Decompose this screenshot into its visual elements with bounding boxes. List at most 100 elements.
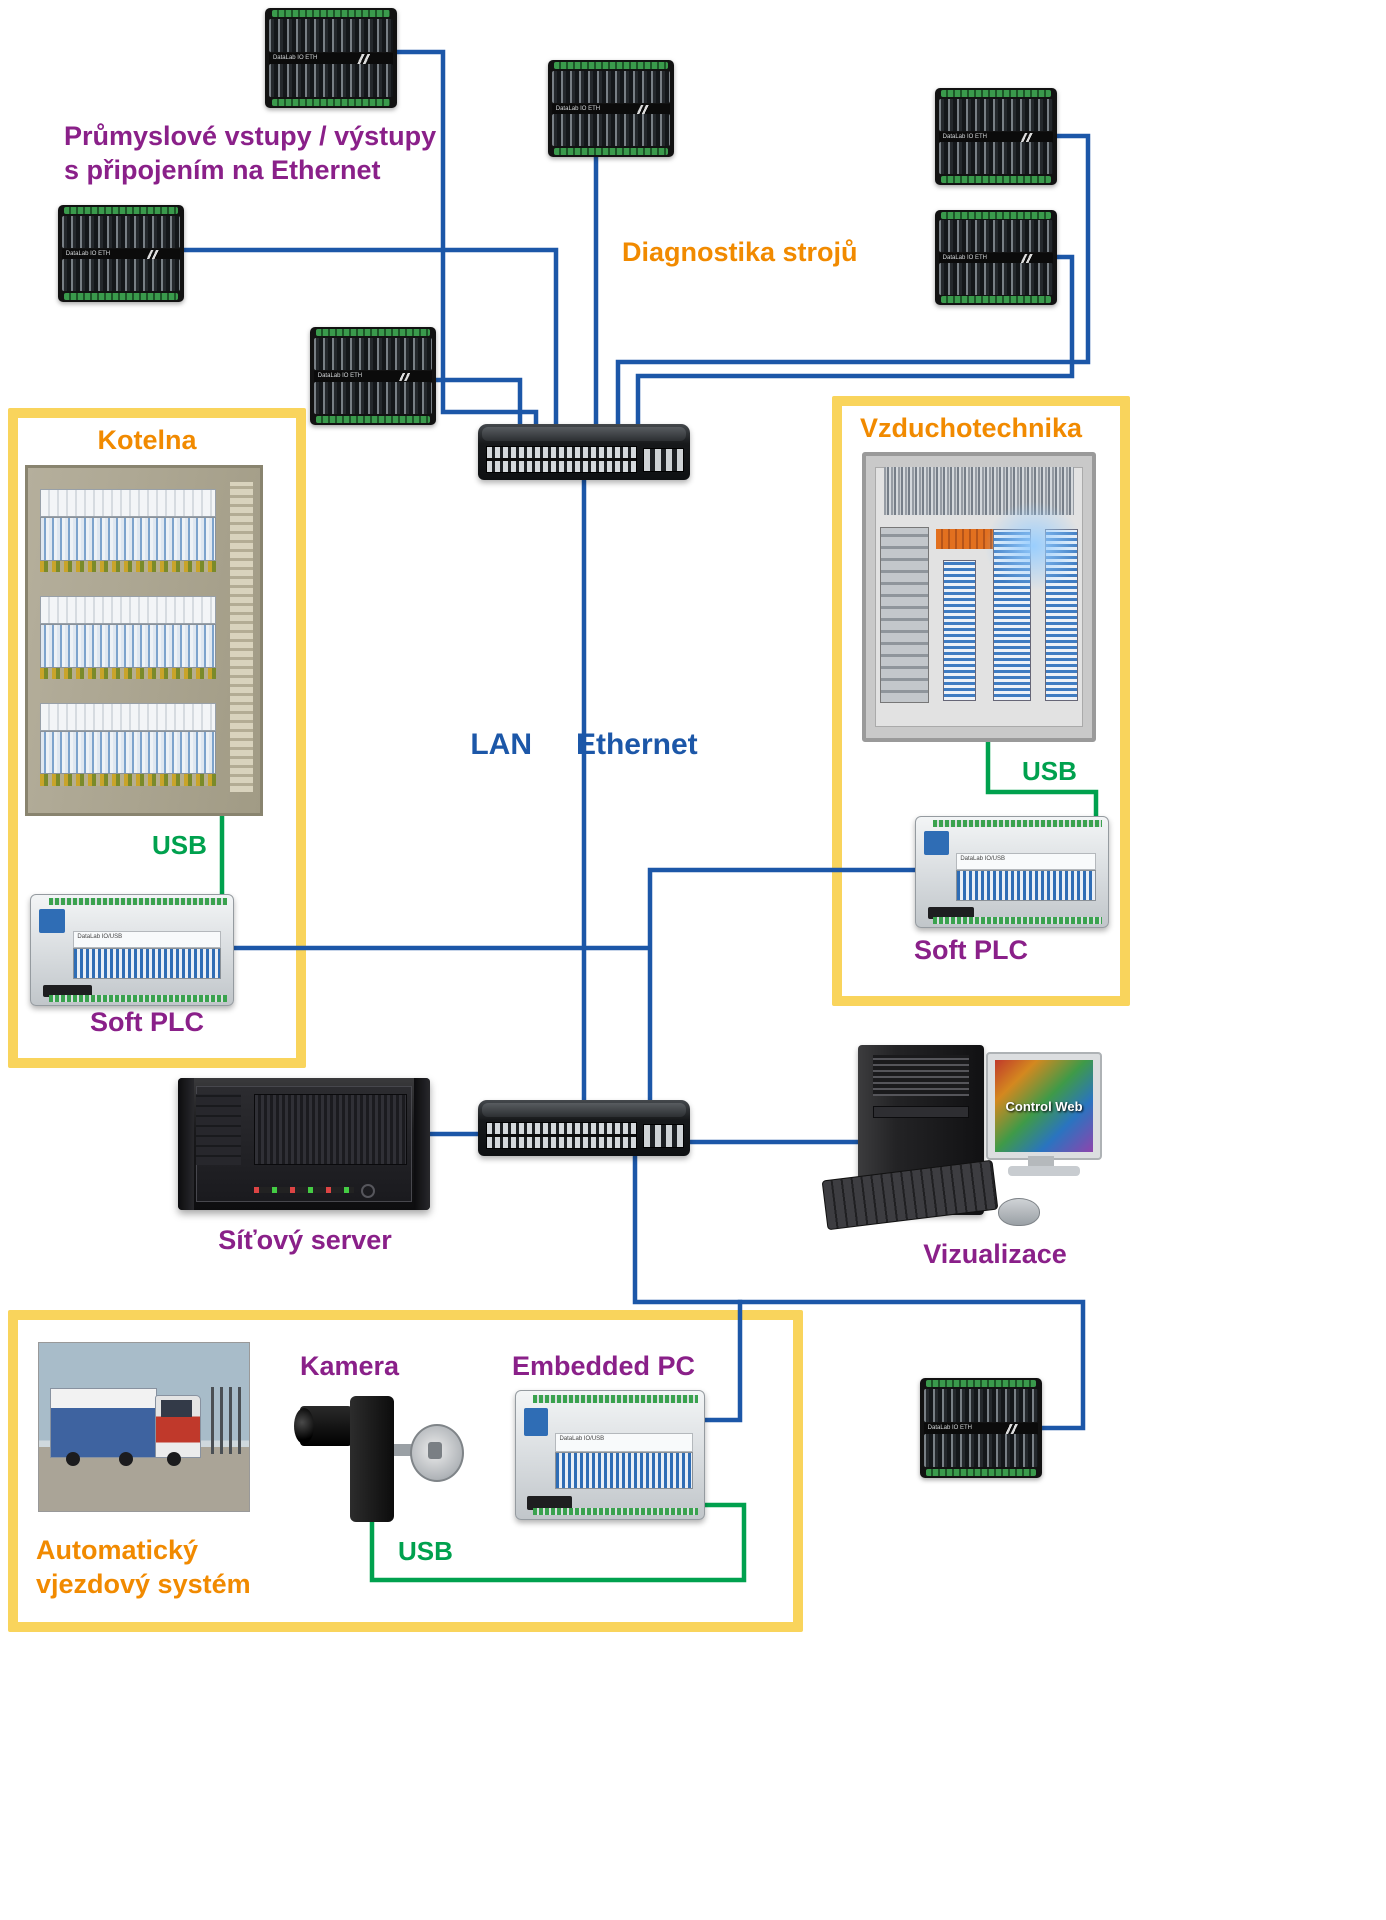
plc-label-text: DataLab IO/USB [960, 856, 1006, 863]
io-module-label: DataLab IO ETH [938, 252, 1054, 265]
plc-terminal-blocks [956, 869, 1097, 902]
kotelna-title: Kotelna [97, 425, 197, 455]
io-terminal-strip [941, 296, 1051, 304]
network-server [178, 1078, 430, 1210]
terminal-label-strip [39, 702, 216, 732]
io-module-label-text: DataLab IO ETH [942, 254, 988, 261]
embedded-pc-label: Embedded PC [512, 1351, 696, 1381]
io-terminal-strip [316, 416, 430, 424]
plc-terminal-strip [933, 917, 1103, 924]
plc-terminal-strip [532, 1394, 699, 1403]
io-terminal-strip [554, 61, 668, 69]
io-terminal-strip [271, 99, 391, 106]
plc-terminal-blocks [555, 1452, 693, 1489]
soft-plc-vzduchotechnika: DataLab IO/USB [915, 816, 1109, 928]
truck-wheel [167, 1451, 182, 1466]
ethernet-cable-bottom-module [632, 1147, 1086, 1431]
plc-display-slot [43, 985, 92, 998]
terminal-blocks [39, 624, 216, 668]
io-slots [938, 142, 1054, 175]
plc-display-slot [927, 907, 974, 920]
camera-body [350, 1396, 394, 1522]
usb-label-camera: USB [398, 1536, 453, 1566]
io-slots [551, 114, 671, 147]
truck-trailer [49, 1388, 157, 1458]
camera-device [294, 1392, 464, 1528]
diagnostics-label: Diagnostika strojů [622, 237, 858, 267]
io-module: DataLab IO ETH [935, 210, 1057, 305]
ethernet-label: Ethernet [575, 728, 698, 761]
industrial-io-caption-line1: Průmyslové vstupy / výstupy [64, 121, 437, 151]
panel-lock [360, 1184, 375, 1199]
monitor-stand-neck [1028, 1156, 1054, 1168]
camera-mount-bolt [428, 1442, 442, 1459]
plc-label: DataLab IO/USB [956, 853, 1097, 870]
mouse [998, 1198, 1040, 1226]
monitor-screen: Control Web [994, 1060, 1094, 1152]
plc-label-text: DataLab IO/USB [559, 1436, 605, 1443]
io-terminal-strip [926, 1380, 1036, 1387]
io-module: DataLab IO ETH [310, 327, 436, 425]
server-label: Síťový server [218, 1225, 392, 1255]
io-module-label-text: DataLab IO ETH [555, 105, 601, 112]
ethernet-cable-module4 [635, 254, 1075, 449]
io-module: DataLab IO ETH [58, 205, 184, 302]
terminal-blocks [39, 517, 216, 561]
drive-bays [195, 1093, 241, 1166]
status-leds [253, 1186, 355, 1193]
rack-ear [414, 1078, 430, 1210]
io-terminal-strip [554, 148, 668, 156]
io-slots [938, 263, 1054, 295]
industrial-io-caption: Průmyslové vstupy / výstupy s připojením… [64, 120, 436, 188]
ethernet-cable-module5 [179, 247, 559, 449]
io-terminal-strip [941, 211, 1051, 219]
ethernet-cable-module3 [615, 133, 1091, 449]
terminal-column [942, 560, 977, 701]
switch-ports [486, 1122, 637, 1149]
usb-label-vzduchotechnika: USB [1022, 756, 1077, 786]
io-slots [61, 259, 181, 292]
embedded-pc-device: DataLab IO/USB [515, 1390, 705, 1520]
truck-windshield [160, 1400, 193, 1417]
vzduchotechnika-title: Vzduchotechnika [859, 413, 1083, 443]
io-slots [551, 70, 671, 103]
io-slots [313, 337, 433, 371]
terminal-row [39, 702, 216, 787]
camera-lens-front [294, 1408, 314, 1444]
wiring [39, 774, 216, 787]
tower-drive-bay [873, 1106, 969, 1119]
plc-label: DataLab IO/USB [73, 931, 221, 948]
switch-uplink-ports [643, 448, 684, 472]
plc-display-slot [527, 1495, 573, 1511]
monitor: Control Web [986, 1052, 1102, 1160]
io-terminal-strip [64, 293, 178, 301]
entry-gate [211, 1386, 243, 1454]
terminal-label-strip [39, 488, 216, 518]
plc-brand-badge [923, 831, 949, 856]
io-module-label: DataLab IO ETH [938, 131, 1054, 144]
industrial-io-caption-line2: s připojením na Ethernet [64, 154, 381, 185]
orange-terminal-row [936, 529, 995, 550]
terminal-row [39, 595, 216, 680]
terminal-label-strip [39, 595, 216, 625]
entry-system-label-line2: vjezdový systém [36, 1568, 251, 1599]
io-module-label: DataLab IO ETH [551, 103, 671, 116]
kotelna-box [8, 408, 306, 1068]
entry-system-label: Automatický vjezdový systém [36, 1534, 251, 1602]
entry-system-label-line1: Automatický [36, 1535, 199, 1565]
wiring [39, 560, 216, 573]
kotelna-cabinet-photo [25, 465, 263, 816]
io-module-label-text: DataLab IO ETH [272, 55, 318, 61]
visualization-label: Vizualizace [923, 1239, 1067, 1269]
io-slots [923, 1434, 1039, 1467]
io-slots [938, 98, 1054, 131]
ethernet-cable-soft-plcs [223, 867, 925, 1109]
io-terminal-strip [941, 176, 1051, 184]
terminal-blocks [39, 731, 216, 775]
io-module-label-text: DataLab IO ETH [942, 133, 988, 140]
io-terminal-strip [64, 206, 178, 214]
plc-terminal-strip [933, 820, 1103, 827]
usb-label-kotelna: USB [152, 830, 207, 860]
